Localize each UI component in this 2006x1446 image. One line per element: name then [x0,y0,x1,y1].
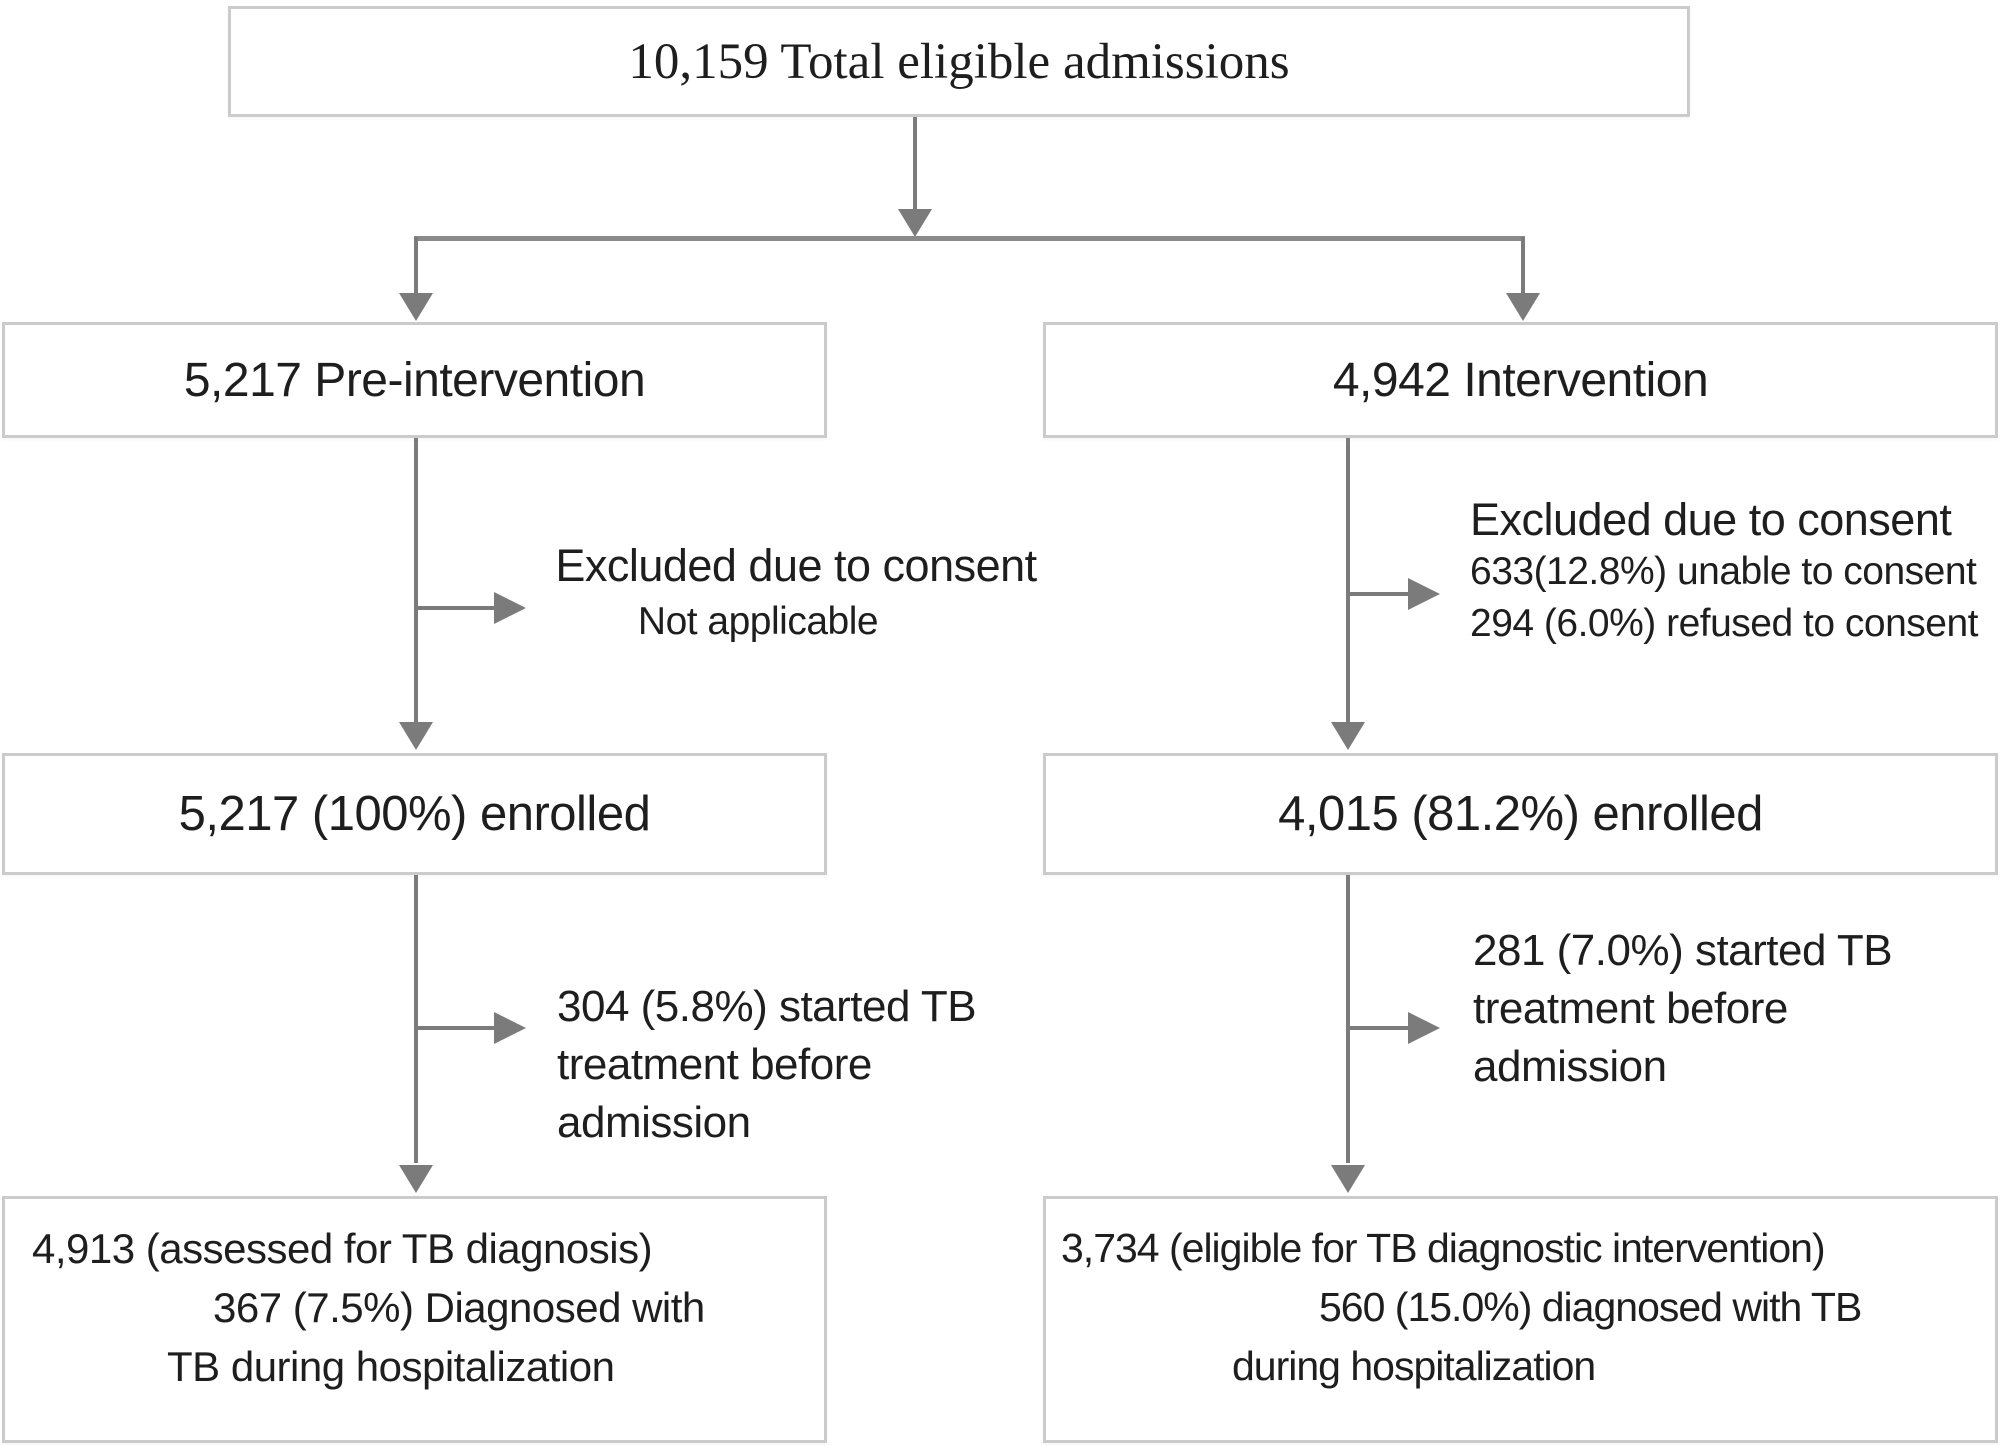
pretreatment-note-line: admission [557,1098,751,1147]
pre-intervention-enrolled-box: 5,217 (100%) enrolled [2,753,827,875]
pretreatment-note-line: 281 (7.0%) started TB [1473,926,1893,975]
arrowhead-down [898,209,932,237]
excluded-note-line: 633(12.8%) unable to consent [1470,550,1977,593]
connector-branch-left-drop [414,237,418,294]
excluded-note-title: Excluded due to consent [1470,494,1952,545]
pre-intervention-arm-box: 5,217 Pre-intervention [2,322,827,438]
outcome-line: TB during hospitalization [167,1343,615,1390]
excluded-note-line: 294 (6.0%) refused to consent [1470,602,1978,645]
excluded-note-title: Excluded due to consent [555,540,1037,591]
connector-pre-to-outcome [414,875,418,1163]
connector-pre-excluded-arrow [416,606,496,610]
connector-intervention-pretreatment-arrow [1348,1026,1410,1030]
pre-intervention-outcome-box: 4,913 (assessed for TB diagnosis) 367 (7… [2,1196,827,1443]
excluded-note-intervention: Excluded due to consent 633(12.8%) unabl… [1470,494,1985,650]
excluded-note-line: Not applicable [637,600,879,643]
intervention-arm-box: 4,942 Intervention [1043,322,1998,438]
connector-branch-right-drop [1521,237,1525,294]
pretreatment-note-line: treatment before [557,1040,872,1089]
connector-pre-pretreatment-arrow [416,1026,496,1030]
connector-intervention-to-outcome [1346,875,1350,1163]
pretreatment-note-pre: 304 (5.8%) started TB treatment before a… [557,978,1037,1152]
pretreatment-note-intervention: 281 (7.0%) started TB treatment before a… [1473,922,1953,1096]
connector-branch-bar [414,236,1525,241]
arrowhead-right [1408,578,1440,610]
arrowhead-right [494,1012,526,1044]
outcome-line: 367 (7.5%) Diagnosed with [213,1284,705,1331]
arrowhead-down [1331,722,1365,750]
pretreatment-note-line: admission [1473,1042,1667,1091]
pretreatment-note-line: 304 (5.8%) started TB [557,982,977,1031]
arrowhead-down [399,722,433,750]
arrowhead-down [399,1165,433,1193]
outcome-line: 4,913 (assessed for TB diagnosis) [32,1225,653,1272]
total-admissions-box: 10,159 Total eligible admissions [228,6,1690,117]
connector-pre-to-enrolled [414,438,418,722]
pretreatment-note-line: treatment before [1473,984,1788,1033]
arrowhead-right [494,592,526,624]
intervention-outcome-box: 3,734 (eligible for TB diagnostic interv… [1043,1196,1998,1443]
outcome-line: 560 (15.0%) diagnosed with TB [1319,1284,1862,1330]
arrowhead-down [1331,1165,1365,1193]
connector-top-stem [913,117,917,211]
excluded-note-pre: Excluded due to consent Not applicable [546,540,1046,648]
intervention-enrolled-box: 4,015 (81.2%) enrolled [1043,753,1998,875]
connector-intervention-to-enrolled [1346,438,1350,722]
arrowhead-down [1506,293,1540,321]
outcome-line: 3,734 (eligible for TB diagnostic interv… [1061,1225,1826,1271]
outcome-line: during hospitalization [1232,1343,1596,1389]
arrowhead-right [1408,1012,1440,1044]
arrowhead-down [399,293,433,321]
connector-intervention-excluded-arrow [1348,592,1410,596]
